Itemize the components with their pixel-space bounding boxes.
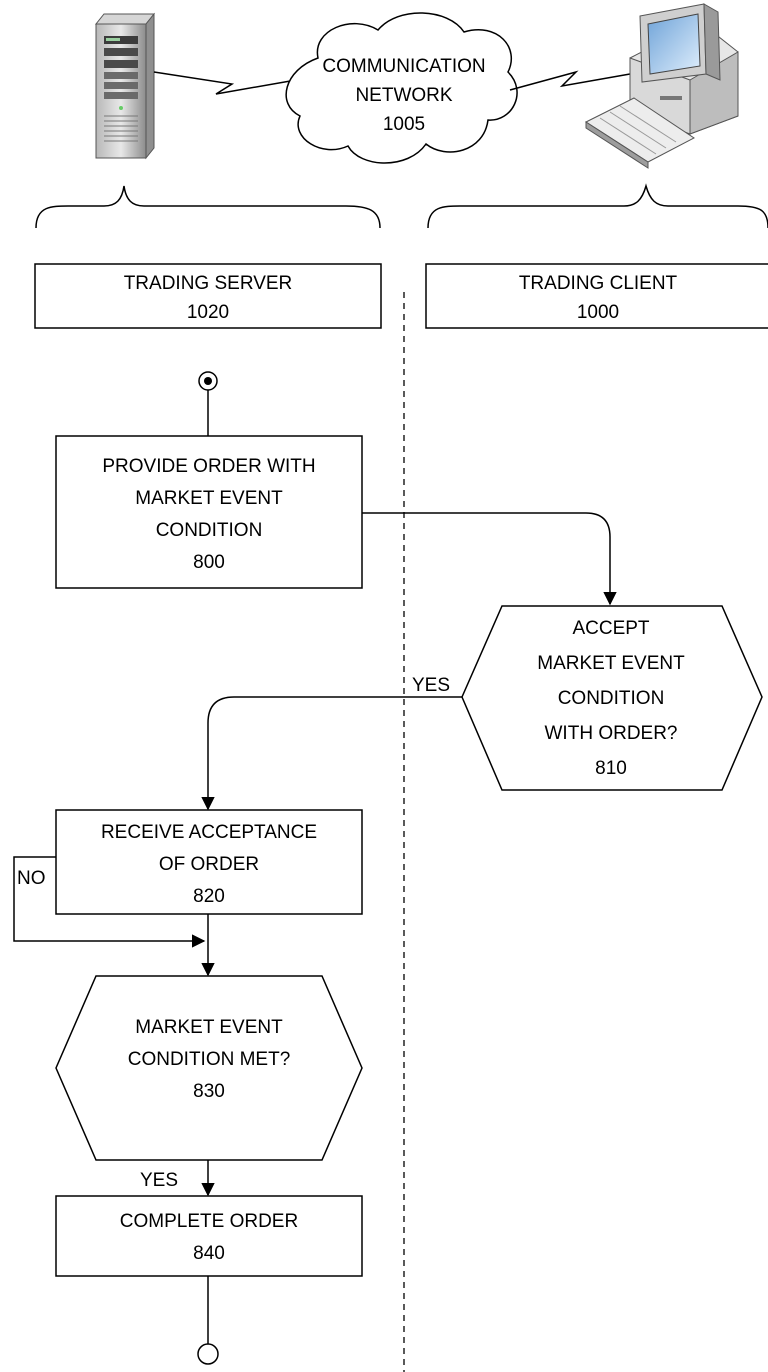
no-label-830: NO bbox=[17, 868, 46, 889]
step-810-label-line-1: MARKET EVENT bbox=[537, 653, 685, 674]
step-800-label-line-1: MARKET EVENT bbox=[135, 488, 283, 509]
network-label-line-0: COMMUNICATION bbox=[322, 56, 485, 77]
server-name: TRADING SERVER bbox=[124, 273, 293, 294]
step-840-box bbox=[55, 1195, 363, 1277]
trading-client-header: TRADING CLIENT 1000 bbox=[425, 263, 768, 329]
start-node bbox=[198, 371, 218, 391]
connector-800-810 bbox=[362, 512, 617, 606]
network-label-line-2: 1005 bbox=[383, 114, 425, 135]
client-computer-icon bbox=[584, 3, 739, 169]
network-label-line-1: NETWORK bbox=[355, 85, 452, 106]
connector-830-loop-no bbox=[13, 856, 206, 948]
step-840-label-line-0: COMPLETE ORDER bbox=[120, 1211, 298, 1232]
step-810-label-line-3: WITH ORDER? bbox=[545, 723, 678, 744]
step-800-box bbox=[55, 435, 363, 589]
network-cloud-icon bbox=[285, 12, 518, 164]
step-800-label-line-0: PROVIDE ORDER WITH bbox=[102, 456, 315, 477]
step-820-label-line-1: OF ORDER bbox=[159, 854, 259, 875]
trading-server-header: TRADING SERVER 1020 bbox=[34, 263, 382, 329]
step-820-label-line-0: RECEIVE ACCEPTANCE bbox=[101, 822, 317, 843]
yes-label-830: YES bbox=[140, 1170, 178, 1191]
step-820-label-line-2: 820 bbox=[193, 886, 225, 907]
server-brace bbox=[35, 185, 381, 229]
step-810-label-line-0: ACCEPT bbox=[572, 618, 649, 639]
step-830-decision bbox=[55, 975, 363, 1161]
step-800-label-line-3: 800 bbox=[193, 552, 225, 573]
end-node bbox=[197, 1343, 219, 1365]
step-830-label-line-1: CONDITION MET? bbox=[128, 1049, 291, 1070]
client-name: TRADING CLIENT bbox=[519, 273, 678, 294]
step-810-label-line-2: CONDITION bbox=[558, 688, 665, 709]
step-820-box bbox=[55, 809, 363, 915]
step-810-label-line-4: 810 bbox=[595, 758, 627, 779]
step-830-label-line-0: MARKET EVENT bbox=[135, 1017, 283, 1038]
step-800-label-line-2: CONDITION bbox=[156, 520, 263, 541]
client-brace bbox=[427, 183, 768, 229]
yes-label-810: YES bbox=[412, 675, 450, 696]
network-link-right bbox=[509, 70, 631, 91]
client-ref: 1000 bbox=[577, 302, 619, 323]
server-ref: 1020 bbox=[187, 302, 229, 323]
server-icon bbox=[94, 12, 156, 160]
step-840-label-line-1: 840 bbox=[193, 1243, 225, 1264]
step-830-label-line-2: 830 bbox=[193, 1081, 225, 1102]
network-link-left bbox=[153, 71, 297, 95]
connector-810-820 bbox=[201, 696, 462, 811]
